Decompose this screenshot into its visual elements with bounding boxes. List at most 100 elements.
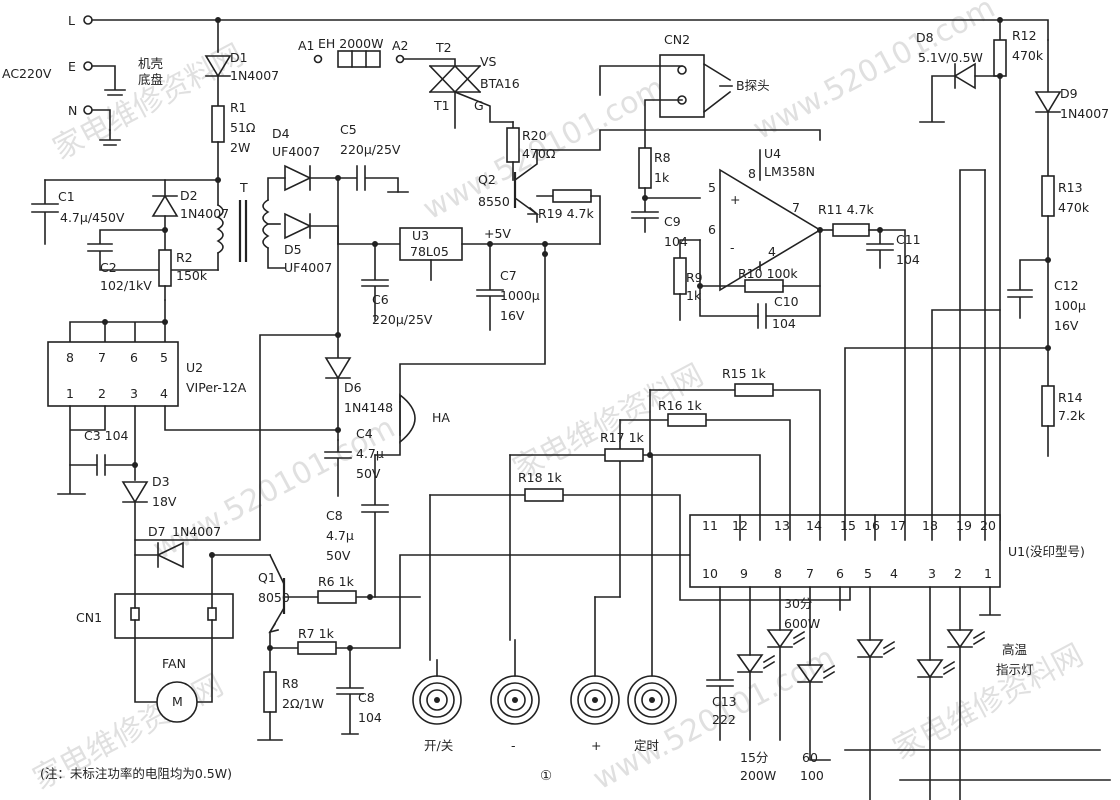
fan-circuit — [114, 539, 721, 741]
touch-key-minus[interactable] — [490, 639, 540, 725]
t1-label: T1 — [433, 98, 450, 113]
touch-key-timer[interactable] — [627, 454, 677, 725]
c9-label: C9 — [664, 214, 681, 229]
button-label-minus: - — [511, 738, 516, 753]
c12-label: C12 — [1054, 278, 1079, 293]
r20-label: R20 — [522, 128, 547, 143]
touch-key-plus[interactable] — [570, 596, 620, 725]
u1-control-circuit — [429, 383, 1111, 800]
u1-pin19: 19 — [956, 518, 972, 533]
touch-key-power[interactable] — [412, 659, 462, 725]
q2-label: Q2 — [478, 172, 496, 187]
vs-value: BTA16 — [480, 76, 520, 91]
led-100-label: 100 — [800, 768, 824, 783]
heater-label: EH 2000W — [318, 36, 383, 51]
u4-value: LM358N — [764, 164, 815, 179]
d7-value: 1N4007 — [172, 524, 221, 539]
r20-value: 470Ω — [522, 146, 556, 161]
c3-label: C3 104 — [84, 428, 129, 443]
plus5v-label: +5V — [484, 226, 511, 241]
u2-pin5: 5 — [160, 350, 168, 365]
u4-label: U4 — [764, 146, 781, 161]
c8b-value: 104 — [358, 710, 382, 725]
watermark-text: 家电维修资料网 — [887, 638, 1089, 767]
c7-voltage: 16V — [500, 308, 525, 323]
r12-label: R12 — [1012, 28, 1037, 43]
r8a-value: 1k — [654, 170, 670, 185]
buzzer-circuit — [324, 334, 416, 600]
led-200w-label: 200W — [740, 768, 776, 783]
u1-pin10: 10 — [702, 566, 718, 581]
led-30min-label: 30分 — [784, 596, 812, 611]
d3-value: 18V — [152, 494, 177, 509]
u1-pin15: 15 — [840, 518, 856, 533]
u2-pin2: 2 — [98, 386, 106, 401]
u1-pin13: 13 — [774, 518, 790, 533]
button-label-plus: + — [591, 738, 601, 753]
d6-value: 1N4148 — [344, 400, 393, 415]
r11-label: R11 4.7k — [818, 202, 874, 217]
c10-value: 104 — [772, 316, 796, 331]
u4-minus: - — [730, 240, 735, 255]
u1-pin9: 9 — [740, 566, 748, 581]
led-hot-label: 高温 — [1002, 642, 1028, 657]
heater-triac-circuit — [313, 50, 821, 403]
c8a-voltage: 50V — [326, 548, 351, 563]
r8b-value: 2Ω/1W — [282, 696, 324, 711]
r17-label: R17 1k — [600, 430, 645, 445]
c13-label: C13 — [712, 694, 737, 709]
u4-pin8: 8 — [748, 166, 756, 181]
d6-label: D6 — [344, 380, 362, 395]
u2-pin1: 1 — [66, 386, 74, 401]
terminal-E-label: E — [68, 59, 76, 74]
r16-label: R16 1k — [658, 398, 703, 413]
r10-label: R10 100k — [738, 266, 798, 281]
r13-label: R13 — [1058, 180, 1083, 195]
r1-value: 51Ω — [230, 120, 256, 135]
c9-value: 104 — [664, 234, 688, 249]
u1-pin2: 2 — [954, 566, 962, 581]
cn2-label: CN2 — [664, 32, 690, 47]
r7-label: R7 1k — [298, 626, 335, 641]
fan-label: FAN — [162, 656, 186, 671]
c11-value: 104 — [896, 252, 920, 267]
u1-pin6: 6 — [836, 566, 844, 581]
r18-label: R18 1k — [518, 470, 563, 485]
d7-label: D7 — [148, 524, 166, 539]
c10-label: C10 — [774, 294, 799, 309]
u1-pin3: 3 — [928, 566, 936, 581]
footnote: (注：未标注功率的电阻均为0.5W) — [40, 766, 232, 781]
u1-label: U1(没印型号) — [1008, 544, 1085, 559]
d9-label: D9 — [1060, 86, 1078, 101]
probe-opamp-circuit — [599, 54, 906, 541]
u4-pin6: 6 — [708, 222, 716, 237]
r1-label: R1 — [230, 100, 247, 115]
cn1-label: CN1 — [76, 610, 102, 625]
r14-value: 7.2k — [1058, 408, 1086, 423]
c6-label: C6 — [372, 292, 389, 307]
u1-pin12: 12 — [732, 518, 748, 533]
u4-pin5: 5 — [708, 180, 716, 195]
u4-pin4: 4 — [768, 244, 776, 259]
r8b-label: R8 — [282, 676, 299, 691]
u3-label: U3 — [412, 228, 429, 243]
c4-value: 4.7µ — [356, 446, 384, 461]
c5-value: 220µ/25V — [340, 142, 401, 157]
u2-pin4: 4 — [160, 386, 168, 401]
c8b-label: C8 — [358, 690, 375, 705]
r15-label: R15 1k — [722, 366, 767, 381]
button-label-timer: 定时 — [634, 738, 660, 753]
led-60-label: 60 — [802, 750, 818, 765]
d3-label: D3 — [152, 474, 170, 489]
c1-value: 4.7µ/450V — [60, 210, 125, 225]
d9-value: 1N4007 — [1060, 106, 1109, 121]
q1-value: 8050 — [258, 590, 290, 605]
terminal-N-label: N — [68, 103, 77, 118]
d8-label: D8 — [916, 30, 934, 45]
button-label-power: 开/关 — [424, 738, 453, 753]
q2-value: 8550 — [478, 194, 510, 209]
r9-label: R9 — [686, 270, 703, 285]
c2-value: 102/1kV — [100, 278, 152, 293]
u2-pin3: 3 — [130, 386, 138, 401]
